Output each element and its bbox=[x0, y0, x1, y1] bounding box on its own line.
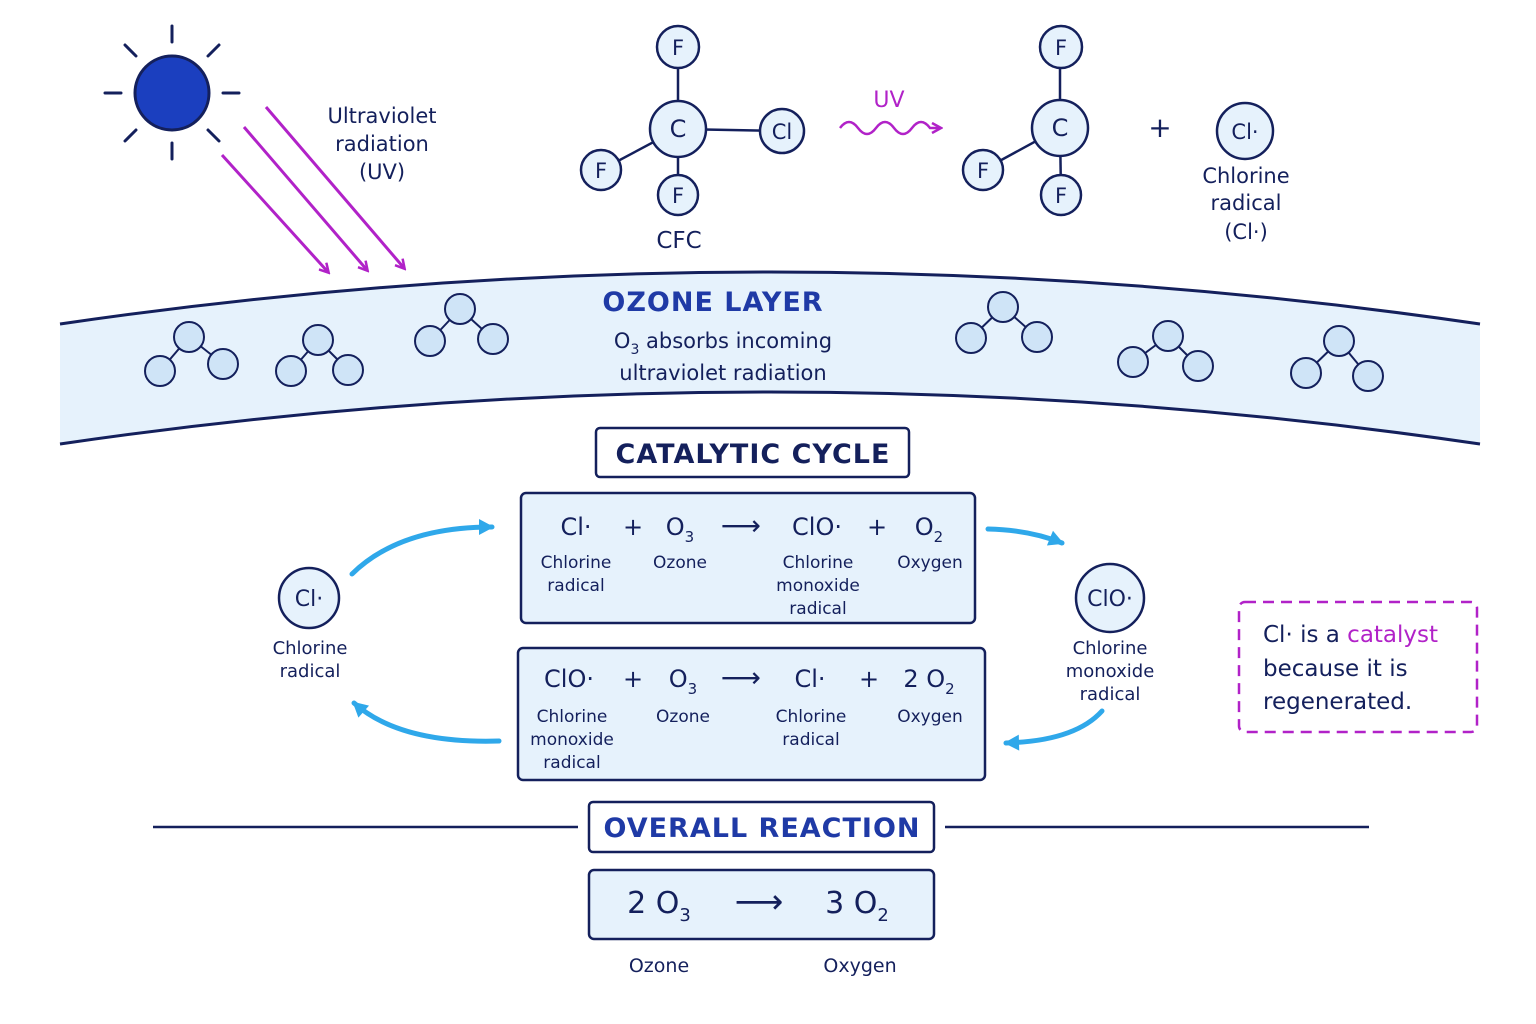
ozone-layer-band bbox=[59, 270, 1481, 446]
reaction-step-1: Cl· + O3 ⟶ ClO· + O2 Chlorine radical Oz… bbox=[519, 491, 977, 625]
atom-label: Cl bbox=[772, 120, 793, 144]
species-name: monoxide bbox=[776, 576, 860, 596]
atom-label: Cl· bbox=[295, 587, 323, 612]
reaction-step-2: ClO· + O3 ⟶ Cl· + 2 O2 Chlorine monoxide… bbox=[516, 646, 987, 782]
atom-label: C bbox=[1052, 114, 1069, 142]
ozone-molecule-icon bbox=[275, 324, 364, 387]
species-formula: ClO· bbox=[792, 513, 842, 541]
atom-label: F bbox=[672, 36, 684, 60]
catalyst-note-line3: regenerated. bbox=[1263, 689, 1412, 715]
catalytic-cycle-title: CATALYTIC CYCLE bbox=[616, 439, 891, 470]
node-label-line: Chlorine bbox=[273, 638, 348, 659]
species-name: Chlorine bbox=[776, 707, 847, 727]
species-formula: 2 O3 bbox=[627, 886, 691, 926]
atom-label: F bbox=[672, 184, 684, 208]
species-formula: 2 O2 bbox=[903, 665, 954, 698]
reaction-arrow: ⟶ bbox=[721, 509, 761, 542]
ozone-molecules bbox=[144, 291, 1384, 392]
radical-label-line: radical bbox=[1211, 191, 1282, 215]
reaction-arrow: ⟶ bbox=[735, 882, 784, 922]
species-name: Chlorine bbox=[783, 553, 854, 573]
uv-photon-arrow: UV bbox=[839, 88, 940, 136]
ozone-molecule-icon bbox=[144, 321, 239, 387]
node-label-line: Chlorine bbox=[1073, 638, 1148, 659]
species-name: Oxygen bbox=[897, 707, 963, 727]
species-name: radical bbox=[789, 599, 846, 619]
plus-sign: + bbox=[623, 513, 643, 541]
atom-label: C bbox=[670, 115, 687, 143]
species-name: Ozone bbox=[656, 707, 710, 727]
cycle-arrows bbox=[349, 519, 1105, 751]
chlorine-radical-node: Cl· Chlorine radical bbox=[273, 566, 348, 682]
cf3-radical-molecule: F F F C bbox=[961, 24, 1090, 217]
plus-sign: + bbox=[859, 665, 879, 693]
node-label-line: radical bbox=[280, 661, 341, 682]
species-name: Chlorine bbox=[541, 553, 612, 573]
species-name: monoxide bbox=[530, 730, 614, 750]
ozone-layer-title: OZONE LAYER bbox=[602, 287, 823, 318]
uv-label-line: Ultraviolet bbox=[327, 104, 436, 128]
species-name: radical bbox=[782, 730, 839, 750]
ozone-molecule-icon bbox=[414, 293, 509, 357]
overall-equation: 2 O3 ⟶ 3 O2 bbox=[587, 868, 936, 941]
ozone-molecule-icon bbox=[1117, 320, 1214, 382]
ozone-layer-description: O3 absorbs incoming bbox=[614, 329, 832, 358]
species-name: Ozone bbox=[629, 955, 689, 977]
atom-label: F bbox=[595, 159, 607, 183]
atom-label: F bbox=[1055, 184, 1067, 208]
species-name: Oxygen bbox=[897, 553, 963, 573]
species-formula: 3 O2 bbox=[825, 886, 889, 926]
species-name: radical bbox=[547, 576, 604, 596]
reaction-arrow: ⟶ bbox=[721, 661, 761, 694]
overall-reaction-title: OVERALL REACTION bbox=[603, 813, 920, 844]
uv-label-line: radiation bbox=[335, 132, 429, 156]
species-formula: Cl· bbox=[794, 665, 825, 693]
atom-label: F bbox=[977, 159, 989, 183]
ozone-molecule-icon bbox=[955, 291, 1053, 354]
catalyst-note-line1: Cl· is a catalyst bbox=[1263, 622, 1438, 648]
plus-sign: + bbox=[1148, 111, 1171, 144]
cfc-molecule: F F F Cl C CFC bbox=[579, 24, 806, 254]
radical-label-line: (Cl·) bbox=[1224, 220, 1268, 244]
ozone-layer-description-line2: ultraviolet radiation bbox=[619, 361, 826, 385]
catalyst-note-line2: because it is bbox=[1263, 656, 1408, 682]
chlorine-monoxide-node: ClO· Chlorine monoxide radical bbox=[1066, 562, 1155, 705]
atom-label: F bbox=[1055, 36, 1067, 60]
overall-reaction-title-box: OVERALL REACTION bbox=[587, 800, 936, 854]
plus-sign: + bbox=[623, 665, 643, 693]
atom-label: Cl· bbox=[1231, 120, 1258, 144]
ozone-molecule-icon bbox=[1290, 325, 1384, 392]
chlorine-radical-product: Cl· Chlorine radical (Cl·) bbox=[1202, 101, 1290, 244]
uv-radiation-label: Ultraviolet radiation (UV) bbox=[327, 104, 436, 184]
species-name: Oxygen bbox=[823, 955, 896, 977]
species-formula: O2 bbox=[915, 513, 943, 546]
plus-sign: + bbox=[867, 513, 887, 541]
species-formula: O3 bbox=[669, 665, 697, 698]
species-name: Chlorine bbox=[537, 707, 608, 727]
species-formula: Cl· bbox=[560, 513, 591, 541]
atom-label: ClO· bbox=[1087, 587, 1133, 612]
node-label-line: radical bbox=[1080, 684, 1141, 705]
uv-ray-arrows bbox=[220, 106, 404, 272]
sun-icon bbox=[103, 24, 241, 161]
uv-arrow-label: UV bbox=[873, 88, 904, 113]
catalyst-note: Cl· is a catalyst because it is regenera… bbox=[1237, 600, 1479, 734]
species-formula: ClO· bbox=[544, 665, 594, 693]
uv-label-line: (UV) bbox=[359, 160, 405, 184]
species-name: radical bbox=[543, 753, 600, 773]
radical-label-line: Chlorine bbox=[1202, 164, 1289, 188]
node-label-line: monoxide bbox=[1066, 661, 1155, 682]
catalytic-cycle-title-box: CATALYTIC CYCLE bbox=[594, 426, 911, 479]
species-formula: O3 bbox=[666, 513, 694, 546]
cfc-label: CFC bbox=[656, 228, 701, 254]
species-name: Ozone bbox=[653, 553, 707, 573]
